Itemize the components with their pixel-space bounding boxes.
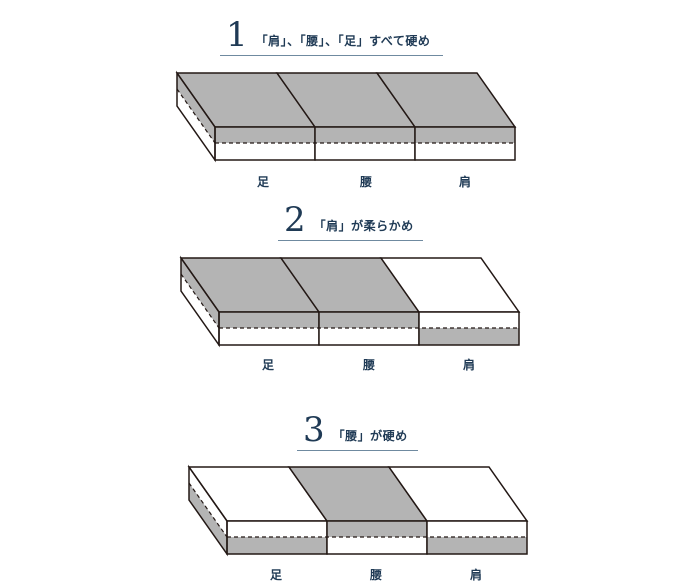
diagram-3-number: 3 bbox=[303, 410, 325, 450]
diagram-1-side-top-layer bbox=[177, 73, 215, 143]
diagram-3-side-bottom-layer bbox=[189, 483, 227, 554]
diagram-2-segment-2-front-top-layer bbox=[319, 312, 419, 328]
diagram-3-segment-3-front-top-layer bbox=[427, 521, 527, 537]
diagram-2-side-top-layer bbox=[181, 258, 219, 328]
diagram-3-side-top-layer bbox=[189, 467, 227, 537]
diagram-3-label-waist: 腰 bbox=[370, 568, 383, 582]
diagram-1-segment-3-front-bottom-layer bbox=[415, 143, 515, 160]
diagram-1-number: 1 bbox=[226, 15, 248, 55]
diagram-3-segment-1-front-bottom-layer bbox=[227, 537, 327, 554]
diagram-2-segment-1-front-bottom-layer bbox=[219, 328, 319, 345]
diagram-2-segment-3-front-top-layer bbox=[419, 312, 519, 328]
diagram-1-segment-1-front-top-layer bbox=[215, 127, 315, 143]
diagram-1-label-foot: 足 bbox=[257, 175, 270, 189]
diagram-2-segment-2-front-bottom-layer bbox=[319, 328, 419, 345]
diagram-3-side-outline bbox=[188, 464, 228, 557]
diagram-1-segment-3-front-top-layer bbox=[415, 127, 515, 143]
diagram-2-caption: 「肩」が柔らかめ bbox=[313, 219, 414, 233]
diagram-2-label-shoulder: 肩 bbox=[463, 358, 476, 372]
diagram-1-side-outline bbox=[176, 70, 216, 163]
diagram-1-side-bottom-layer bbox=[177, 89, 215, 160]
diagram-3-label-shoulder: 肩 bbox=[470, 568, 483, 582]
diagram-3-segment-3-front-bottom-layer bbox=[427, 537, 527, 554]
diagram-2-label-foot: 足 bbox=[262, 358, 275, 372]
diagram-1-label-waist: 腰 bbox=[360, 175, 373, 189]
diagram-2-number: 2 bbox=[284, 200, 306, 240]
diagram-1-segment-1-front-bottom-layer bbox=[215, 143, 315, 160]
diagram-2-segment-1-front-top-layer bbox=[219, 312, 319, 328]
diagram-3-segment-2-front-bottom-layer bbox=[327, 537, 427, 554]
diagram-3-caption: 「腰」が硬め bbox=[332, 429, 408, 443]
diagram-1-segment-2-front-top-layer bbox=[315, 127, 415, 143]
diagram-2-segment-3-front-bottom-layer bbox=[419, 328, 519, 345]
diagram-3-label-foot: 足 bbox=[270, 568, 283, 582]
diagram-2-side-bottom-layer bbox=[181, 274, 219, 345]
diagram-3-title: 3 「腰」が硬め bbox=[297, 413, 418, 451]
diagram-3-segment-2-front-top-layer bbox=[327, 521, 427, 537]
diagram-1-label-shoulder: 肩 bbox=[459, 175, 472, 189]
diagram-1-segment-2-front-bottom-layer bbox=[315, 143, 415, 160]
diagram-1-caption: 「肩」、「腰」、「足」すべて硬め bbox=[255, 34, 431, 48]
diagram-2-side-outline bbox=[180, 255, 220, 348]
diagram-2-label-waist: 腰 bbox=[363, 358, 376, 372]
diagram-3-segment-1-front-top-layer bbox=[227, 521, 327, 537]
diagram-1-title: 1 「肩」、「腰」、「足」すべて硬め bbox=[220, 18, 443, 56]
diagram-2-title: 2 「肩」が柔らかめ bbox=[278, 203, 423, 241]
